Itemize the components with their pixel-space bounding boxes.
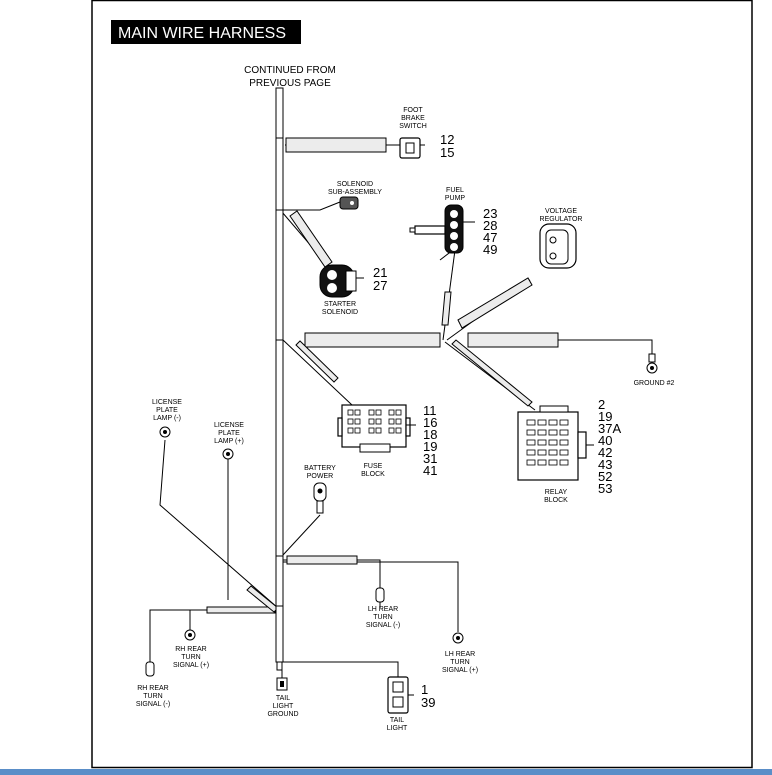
continued-line-2: PREVIOUS PAGE xyxy=(249,78,331,89)
rh-neg-label-1: RH REAR xyxy=(137,685,169,692)
relay-block-ref-6: 43 xyxy=(598,457,612,472)
fuel-pump-ref-4: 49 xyxy=(483,242,497,257)
lh-pos-label-1: LH REAR xyxy=(445,651,475,658)
rh-pos-label-3: SIGNAL (+) xyxy=(173,662,209,669)
lp-neg-label-1: LICENSE xyxy=(152,399,182,406)
relay-block-label-1: RELAY xyxy=(545,489,568,496)
relay-block-ref-3: 37A xyxy=(598,421,621,436)
fuse-block-ref-2: 16 xyxy=(423,415,437,430)
rh-rear-turn-signal-neg: RH REAR TURN SIGNAL (-) xyxy=(136,661,170,708)
foot-brake-ref-1: 12 xyxy=(440,132,454,147)
relay-block-ref-7: 52 xyxy=(598,469,612,484)
fuse-block-ref-6: 41 xyxy=(423,463,437,478)
ground-2-label: GROUND #2 xyxy=(634,380,675,387)
voltage-regulator: VOLTAGE REGULATOR xyxy=(539,208,583,269)
relay-block-ref-4: 40 xyxy=(598,433,612,448)
rh-pos-label-2: TURN xyxy=(181,654,200,661)
starter-sol-ref-2: 27 xyxy=(373,278,387,293)
fuse-block-ref-3: 18 xyxy=(423,427,437,442)
relay-block-ref-1: 2 xyxy=(598,397,605,412)
harness-sheaths xyxy=(206,137,559,614)
fuse-block-label-1: FUSE xyxy=(364,463,383,470)
tl-ground-label-3: GROUND xyxy=(267,711,298,718)
foot-brake-switch: FOOT BRAKE SWITCH 12 15 xyxy=(399,107,454,160)
relay-block: RELAY BLOCK 2 19 37A 40 42 43 52 53 xyxy=(517,397,621,504)
lh-neg-label-1: LH REAR xyxy=(368,606,398,613)
fuse-block-ref-4: 19 xyxy=(423,439,437,454)
relay-block-ref-5: 42 xyxy=(598,445,612,460)
fuse-block-ref-1: 11 xyxy=(423,403,437,418)
voltage-reg-label-1: VOLTAGE xyxy=(545,208,577,215)
solenoid-sub-label-2: SUB-ASSEMBLY xyxy=(328,189,382,196)
ground-2-terminal: GROUND #2 xyxy=(634,353,675,387)
continued-line-1: CONTINUED FROM xyxy=(244,65,336,76)
tl-ground-label-2: LIGHT xyxy=(273,703,294,710)
lh-rear-turn-signal-neg: LH REAR TURN SIGNAL (-) xyxy=(366,587,400,629)
fuel-pump: FUEL PUMP 23 28 47 49 xyxy=(409,187,497,257)
starter-sol-ref-1: 21 xyxy=(373,265,387,280)
battery-label-1: BATTERY xyxy=(304,465,336,472)
rh-neg-label-2: TURN xyxy=(143,693,162,700)
fuel-pump-label-2: PUMP xyxy=(445,195,466,202)
foot-brake-label-1: FOOT xyxy=(403,107,423,114)
license-plate-lamp-pos: LICENSE PLATE LAMP (+) xyxy=(214,422,244,460)
fuel-pump-ref-3: 47 xyxy=(483,230,497,245)
fuel-pump-label-1: FUEL xyxy=(446,187,464,194)
lp-pos-label-1: LICENSE xyxy=(214,422,244,429)
fuel-pump-ref-1: 23 xyxy=(483,206,497,221)
license-plate-lamp-neg: LICENSE PLATE LAMP (-) xyxy=(152,399,182,438)
battery-label-2: POWER xyxy=(307,473,333,480)
fuel-pump-ref-2: 28 xyxy=(483,218,497,233)
page-frame xyxy=(91,0,753,769)
tail-light-label-1: TAIL xyxy=(390,717,404,724)
title-badge: MAIN WIRE HARNESS xyxy=(111,20,301,44)
starter-solenoid: STARTER SOLENOID 21 27 xyxy=(319,264,387,316)
lp-neg-label-2: PLATE xyxy=(156,407,178,414)
foot-brake-label-3: SWITCH xyxy=(399,123,427,130)
rh-neg-label-3: SIGNAL (-) xyxy=(136,701,170,708)
title: MAIN WIRE HARNESS xyxy=(118,25,286,42)
lp-neg-label-3: LAMP (-) xyxy=(153,415,181,422)
rh-pos-label-1: RH REAR xyxy=(175,646,207,653)
starter-sol-label-1: STARTER xyxy=(324,301,356,308)
lp-pos-label-3: LAMP (+) xyxy=(214,438,244,445)
solenoid-sub-assembly: SOLENOID SUB-ASSEMBLY xyxy=(328,181,382,210)
bottom-bar xyxy=(0,769,772,775)
foot-brake-ref-2: 15 xyxy=(440,145,454,160)
tail-light-label-2: LIGHT xyxy=(387,725,408,732)
relay-block-ref-8: 53 xyxy=(598,481,612,496)
foot-brake-label-2: BRAKE xyxy=(401,115,425,122)
tail-light-ref-2: 39 xyxy=(421,695,435,710)
lp-pos-label-2: PLATE xyxy=(218,430,240,437)
lh-neg-label-2: TURN xyxy=(373,614,392,621)
lh-pos-label-2: TURN xyxy=(450,659,469,666)
fuse-block-label-2: BLOCK xyxy=(361,471,385,478)
lh-rear-turn-signal-pos: LH REAR TURN SIGNAL (+) xyxy=(442,632,478,674)
tail-light-ref-1: 1 xyxy=(421,682,428,697)
relay-block-ref-2: 19 xyxy=(598,409,612,424)
tl-ground-label-1: TAIL xyxy=(276,695,290,702)
solenoid-sub-label-1: SOLENOID xyxy=(337,181,373,188)
tail-light-ground: TAIL LIGHT GROUND xyxy=(267,677,299,718)
lh-neg-label-3: SIGNAL (-) xyxy=(366,622,400,629)
voltage-reg-label-2: REGULATOR xyxy=(540,216,583,223)
main-trunk xyxy=(275,87,284,671)
lh-pos-label-3: SIGNAL (+) xyxy=(442,667,478,674)
battery-power-terminal: BATTERY POWER xyxy=(304,465,336,514)
fuse-block-ref-5: 31 xyxy=(423,451,437,466)
rh-rear-turn-signal-pos: RH REAR TURN SIGNAL (+) xyxy=(173,629,209,669)
starter-sol-label-2: SOLENOID xyxy=(322,309,358,316)
fuse-block: FUSE BLOCK 11 16 18 19 31 41 xyxy=(337,403,437,478)
tail-light: TAIL LIGHT 1 39 xyxy=(387,676,435,732)
relay-block-label-2: BLOCK xyxy=(544,497,568,504)
